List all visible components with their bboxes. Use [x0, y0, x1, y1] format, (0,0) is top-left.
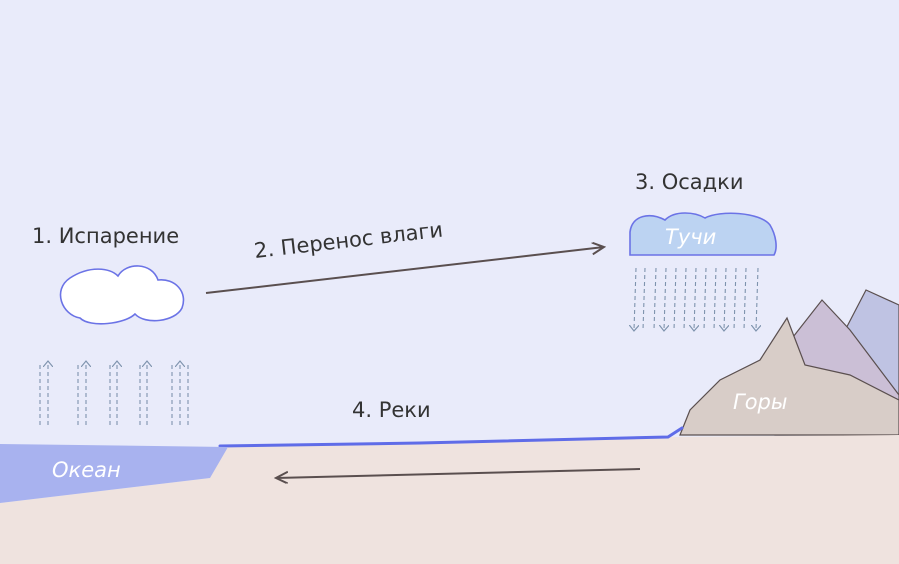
evaporation-arrows [39, 362, 189, 425]
ground [0, 435, 899, 564]
rain-drop [713, 267, 717, 331]
mountains-label: Горы [733, 390, 787, 414]
rain-drop [634, 267, 636, 330]
rivers-label: 4. Реки [352, 398, 431, 422]
rain-drop [756, 267, 758, 330]
rain-drop [664, 267, 666, 330]
rain [634, 267, 758, 331]
rain-drop [642, 267, 646, 331]
rain-drop [733, 267, 737, 331]
ocean [0, 444, 228, 503]
rain-drop [673, 267, 677, 331]
mountains [679, 289, 899, 436]
evaporation-label: 1. Испарение [32, 224, 179, 248]
rain-drop [703, 267, 707, 331]
rain-drop [694, 267, 696, 330]
clouds-label: Тучи [665, 225, 716, 249]
precipitation-label: 3. Осадки [635, 170, 744, 194]
rain-drop [743, 267, 747, 331]
rain-drop [724, 267, 726, 330]
transport-arrow [205, 247, 604, 294]
mountain-near [679, 316, 899, 436]
rain-drop [653, 267, 657, 331]
storm-cloud [629, 212, 777, 256]
river [218, 426, 684, 448]
evaporation-cloud [59, 265, 185, 325]
river-flow-arrow [276, 468, 641, 478]
ocean-label: Океан [52, 458, 121, 482]
rain-drop [683, 267, 687, 331]
